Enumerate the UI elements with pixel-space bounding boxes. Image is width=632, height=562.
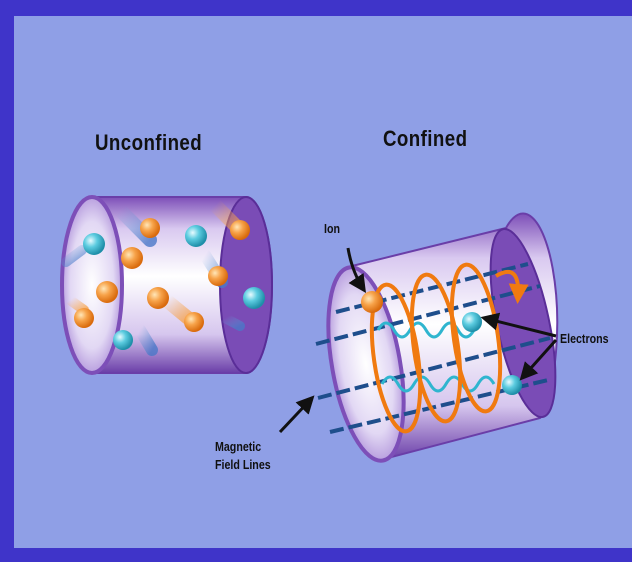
magnetic-label-line1: Magnetic [215,438,271,456]
magnetic-field-lines-label: Magnetic Field Lines [215,438,283,474]
magnetic-label-line2: Field Lines [215,456,271,474]
electrons-label: Electrons [560,330,609,348]
confined-cylinder [315,214,568,467]
ion-label: Ion [324,220,340,238]
magnetic-arrow [280,398,312,432]
unconfined-heading: Unconfined [95,130,202,156]
confined-heading: Confined [383,126,467,152]
